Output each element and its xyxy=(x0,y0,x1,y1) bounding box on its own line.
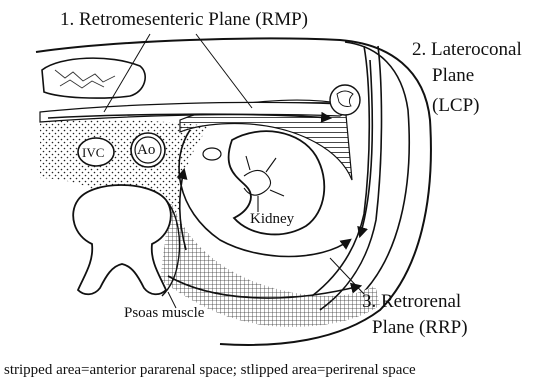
label-lcp-line1: 2. Lateroconal xyxy=(412,40,522,59)
renal-hilum-vessel xyxy=(203,148,221,160)
inner-body-wall xyxy=(345,42,409,296)
descending-colon-icon xyxy=(330,85,360,115)
lcp-arrow xyxy=(360,60,372,236)
label-lcp-line2: Plane xyxy=(432,66,474,85)
label-rrp-line2: Plane (RRP) xyxy=(372,318,468,337)
label-lcp-line3: (LCP) xyxy=(432,96,480,115)
label-kidney: Kidney xyxy=(250,212,294,227)
colon-loop xyxy=(42,58,145,98)
label-rmp: 1. Retromesenteric Plane (RMP) xyxy=(60,10,308,29)
vertebral-body xyxy=(73,185,171,294)
rmp-leader-line-2 xyxy=(196,34,252,108)
label-ivc: IVC xyxy=(82,146,104,159)
caption: stripped area=anterior pararenal space; … xyxy=(4,363,416,378)
label-ao: Ao xyxy=(137,143,155,158)
label-psoas: Psoas muscle xyxy=(124,306,204,321)
label-rrp-line1: 3. Retrorenal xyxy=(362,292,461,311)
